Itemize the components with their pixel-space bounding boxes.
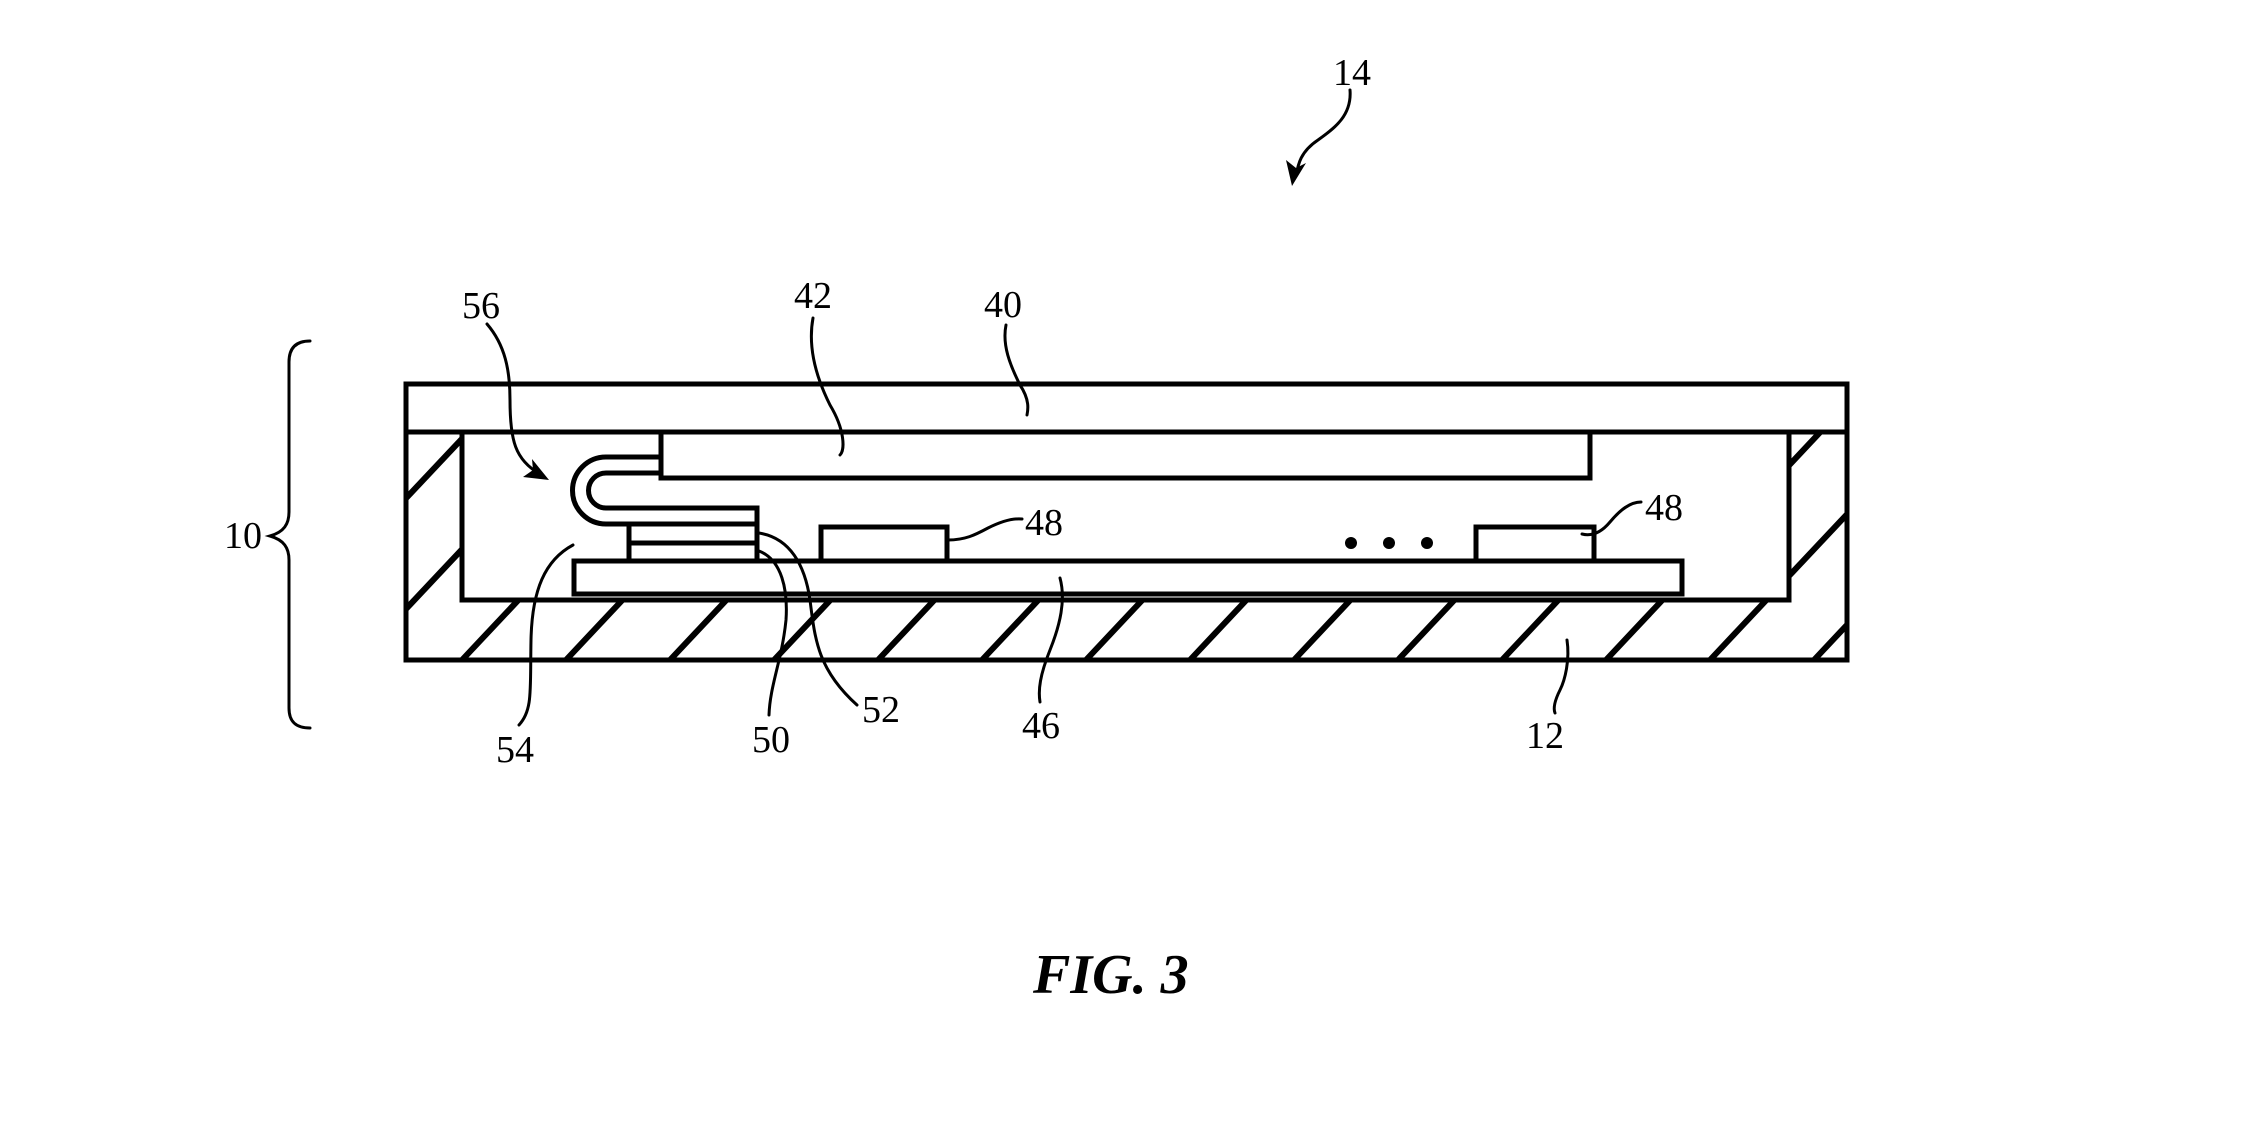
hatch-line: [1291, 432, 1579, 660]
hatch-line: [1499, 432, 1787, 660]
hatch-line: [1187, 432, 1475, 660]
flex-cable: [570, 454, 760, 560]
ellipsis-dots: [1345, 537, 1433, 549]
housing-outline: [403, 381, 1850, 663]
component-left: [818, 524, 950, 561]
label-54: 54: [496, 729, 534, 771]
ellipsis-dot: [1383, 537, 1395, 549]
arrowhead-14: [1286, 160, 1306, 186]
housing: [403, 360, 2200, 663]
label-10: 10: [224, 515, 262, 557]
leader-48-left: [946, 517, 1024, 542]
component-right: [1473, 524, 1597, 561]
hatch-line: [406, 432, 435, 660]
label-42: 42: [794, 275, 832, 317]
hatch-line: [771, 432, 1059, 660]
housing-cavity: [459, 432, 1792, 603]
label-40: 40: [984, 284, 1022, 326]
leader-56: [485, 322, 542, 476]
leader-42: [809, 316, 845, 457]
leader-46: [1037, 576, 1064, 704]
hatch-line: [875, 432, 1163, 660]
display: [658, 432, 1593, 481]
circuit-board: [571, 558, 1685, 597]
leader-40: [1003, 323, 1030, 417]
hatch-line: [406, 432, 643, 660]
hatch-line: [1707, 432, 1847, 660]
figure-caption: FIG. 3: [1032, 944, 1189, 1006]
hatch-line: [1811, 432, 1847, 660]
leader-54: [517, 543, 575, 727]
leader-52: [757, 531, 859, 707]
housing-hatching: [406, 360, 2200, 660]
label-48-right: 48: [1645, 487, 1683, 529]
label-14: 14: [1333, 52, 1371, 94]
ellipsis-dot: [1345, 537, 1357, 549]
connector: [626, 521, 757, 560]
hatch-line: [1395, 432, 1683, 660]
arrowhead-56: [523, 459, 549, 480]
label-52: 52: [862, 689, 900, 731]
leader-12: [1552, 638, 1570, 715]
label-46: 46: [1022, 705, 1060, 747]
ellipsis-dot: [1421, 537, 1433, 549]
label-56: 56: [462, 285, 500, 327]
label-48-left: 48: [1025, 502, 1063, 544]
label-12: 12: [1526, 715, 1564, 757]
brace-10: [264, 339, 312, 730]
hatch-line: [406, 432, 539, 660]
leader-48-right: [1580, 500, 1643, 537]
leader-50: [757, 549, 788, 717]
hatch-line: [1918, 360, 2200, 660]
leader-14: [1294, 88, 1352, 178]
hatch-line: [1083, 432, 1371, 660]
label-50: 50: [752, 719, 790, 761]
